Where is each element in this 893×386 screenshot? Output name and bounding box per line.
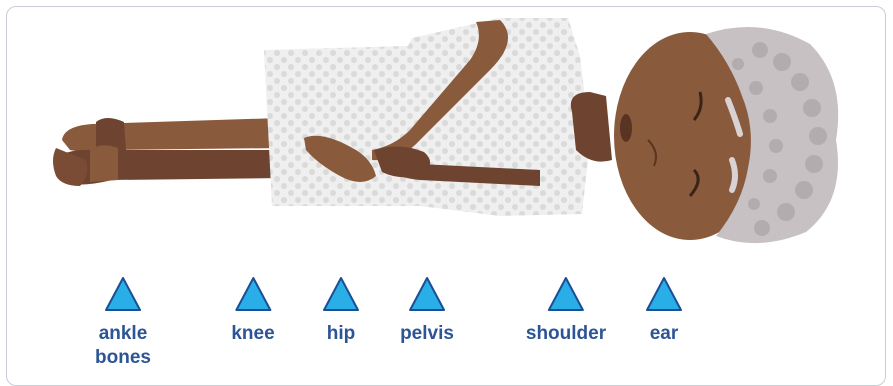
marker-ear: ear [645,276,683,346]
marker-label: ear [650,322,679,346]
marker-pelvis: pelvis [400,276,454,346]
marker-label: pelvis [400,322,454,346]
lying-patient-illustration [0,0,893,270]
marker-label: shoulder [526,322,606,346]
triangle-pointer-icon [645,276,683,312]
head [614,27,838,243]
marker-knee: knee [231,276,274,346]
marker-shoulder: shoulder [526,276,606,346]
triangle-pointer-icon [322,276,360,312]
marker-label: hip [327,322,356,346]
marker-hip: hip [322,276,360,346]
marker-ankle-bones: ankle bones [95,276,151,370]
marker-label: knee [231,322,274,346]
triangle-pointer-icon [408,276,446,312]
triangle-pointer-icon [547,276,585,312]
marker-label: ankle bones [95,322,151,370]
triangle-pointer-icon [104,276,142,312]
legs [53,118,282,186]
triangle-pointer-icon [234,276,272,312]
